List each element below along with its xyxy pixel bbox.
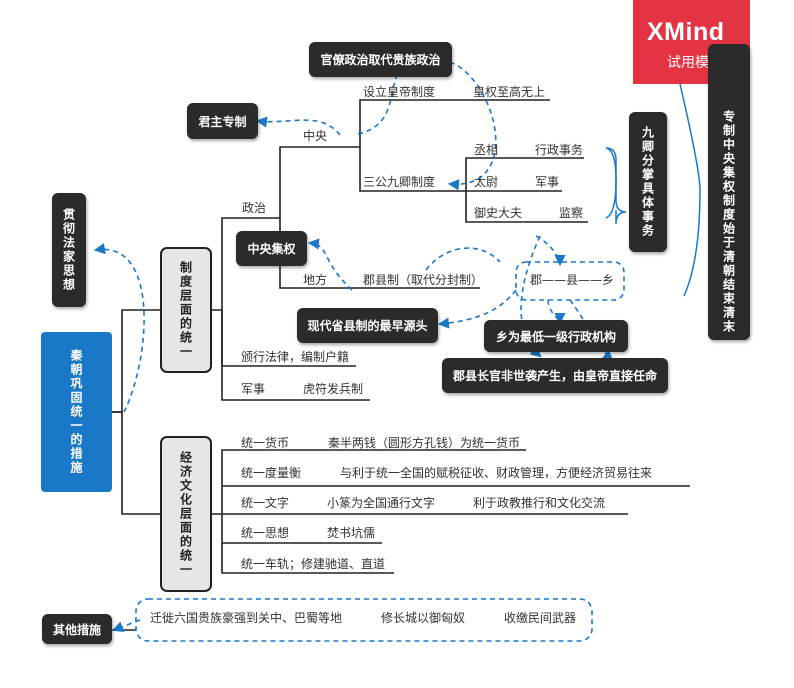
label-chengxiang-duty: 行政事务 xyxy=(535,143,584,157)
xmind-brand: XMind xyxy=(647,18,725,46)
label-military: 军事 xyxy=(241,382,266,396)
callout-appointment-label: 郡县长官非世袭产生，由皇帝直接任命 xyxy=(452,369,657,383)
label-script-detail: 小篆为全国通行文字 xyxy=(327,496,436,510)
label-thought-detail: 焚书坑儒 xyxy=(327,526,376,540)
period-bracket xyxy=(679,83,701,297)
root-topic-label: 秦朝巩固统一的措施 xyxy=(69,349,83,475)
label-weapons: 收缴民间武器 xyxy=(504,611,577,625)
label-thought: 统一思想 xyxy=(241,526,290,540)
root-topic[interactable]: 秦朝巩固统一的措施 xyxy=(41,332,112,492)
hierarchy-origin-arrow xyxy=(437,289,517,329)
label-zhengzhi: 政治 xyxy=(242,201,267,215)
callout-autocracy-period[interactable]: 专制中央集权制度始于清朝结束清末 xyxy=(708,44,750,340)
label-difang: 地方 xyxy=(303,273,328,287)
economic-branch-connector xyxy=(221,514,394,574)
callout-bureaucracy-label: 官僚政治取代贵族政治 xyxy=(320,53,441,67)
callout-provincial-origin[interactable]: 现代省县制的最早源头 xyxy=(297,308,438,343)
zhongyang-connector xyxy=(359,147,442,192)
callout-bureaucracy[interactable]: 官僚政治取代贵族政治 xyxy=(309,42,452,77)
root-legalism-arrow xyxy=(93,243,145,413)
callout-autocracy[interactable]: 君主专制 xyxy=(187,103,258,139)
root-branch-connector xyxy=(121,412,160,515)
branch-other-label: 其他措施 xyxy=(52,622,101,637)
label-junxian: 郡县制（取代分封制） xyxy=(363,273,484,287)
root-branch-connector xyxy=(112,309,160,413)
other-dashed-box xyxy=(135,598,593,642)
label-emperor-power: 皇权至高无上 xyxy=(473,85,546,99)
label-wall: 修长城以御匈奴 xyxy=(381,611,466,625)
label-script: 统一文字 xyxy=(241,496,290,510)
sangong-connector xyxy=(442,157,584,192)
label-yushi-duty: 监察 xyxy=(559,206,584,220)
label-sangong: 三公九卿制度 xyxy=(363,175,436,189)
branch-political-label: 制度层面的统一 xyxy=(178,261,193,359)
label-measures-detail: 与利于统一全国的赋税征收、财政管理，方便经济贸易往来 xyxy=(340,466,653,480)
ministers-bracket-line xyxy=(605,147,617,219)
centralization-arrow xyxy=(307,238,353,291)
label-taiwei: 太尉 xyxy=(474,175,499,189)
callout-provincial-origin-label: 现代省县制的最早源头 xyxy=(307,319,428,333)
branch-economic-label: 经济文化层面的统一 xyxy=(178,451,193,577)
callout-autocracy-period-label: 专制中央集权制度始于清朝结束清末 xyxy=(721,110,736,334)
label-currency: 统一货币 xyxy=(241,436,290,450)
callout-appointment[interactable]: 郡县长官非世袭产生，由皇帝直接任命 xyxy=(442,358,668,393)
branch-political[interactable]: 制度层面的统一 xyxy=(160,247,212,373)
label-roads: 统一车轨；修建驰道、直道 xyxy=(241,557,386,571)
label-hufu: 虎符发兵制 xyxy=(303,382,364,396)
political-branch-connector xyxy=(221,310,370,401)
xiang-arrow xyxy=(547,299,566,325)
sangong-connector xyxy=(465,191,588,223)
callout-nine-ministers-label: 九卿分掌具体事务 xyxy=(640,126,655,238)
economic-branch-connector xyxy=(212,449,526,515)
callout-legalism[interactable]: 贯彻法家思想 xyxy=(52,193,86,307)
label-relocate: 迁徙六国贵族豪强到关中、巴蜀等地 xyxy=(150,611,343,625)
zhongyang-autocracy-arrow xyxy=(255,116,341,136)
ministers-bracket xyxy=(605,147,627,225)
ministers-arrow xyxy=(535,235,566,267)
label-emperor-system: 设立皇帝制度 xyxy=(363,85,436,99)
label-chengxiang: 丞相 xyxy=(474,143,499,157)
label-yushi: 御史大夫 xyxy=(474,206,523,220)
other-measures-arrow xyxy=(111,619,141,633)
callout-xiang-label: 乡为最低一级行政机构 xyxy=(495,329,616,344)
callout-centralization[interactable]: 中央集权 xyxy=(236,231,307,266)
label-currency-detail: 秦半两钱（圆形方孔钱）为统一货币 xyxy=(328,436,521,450)
zhongyang-bureaucracy-arrow xyxy=(357,58,497,191)
callout-xiang[interactable]: 乡为最低一级行政机构 xyxy=(484,320,628,352)
callout-nine-ministers[interactable]: 九卿分掌具体事务 xyxy=(629,112,667,252)
label-taiwei-duty: 军事 xyxy=(535,175,560,189)
callout-legalism-label: 贯彻法家思想 xyxy=(61,208,76,292)
callout-centralization-label: 中央集权 xyxy=(247,242,296,256)
political-branch-connector xyxy=(212,217,280,311)
zhengzhi-connector xyxy=(279,146,330,218)
label-measures: 统一度量衡 xyxy=(241,466,302,480)
label-law: 颁行法律，编制户籍 xyxy=(241,350,350,364)
zhongyang-connector xyxy=(330,99,442,148)
label-script-benefit: 利于政教推行和文化交流 xyxy=(473,496,606,510)
callout-autocracy-label: 君主专制 xyxy=(198,114,247,129)
junxian-arrow xyxy=(425,247,501,271)
label-hierarchy: 郡——县——乡 xyxy=(530,273,615,287)
branch-other[interactable]: 其他措施 xyxy=(42,614,112,644)
branch-economic[interactable]: 经济文化层面的统一 xyxy=(160,436,212,592)
label-zhongyang: 中央 xyxy=(303,129,328,143)
